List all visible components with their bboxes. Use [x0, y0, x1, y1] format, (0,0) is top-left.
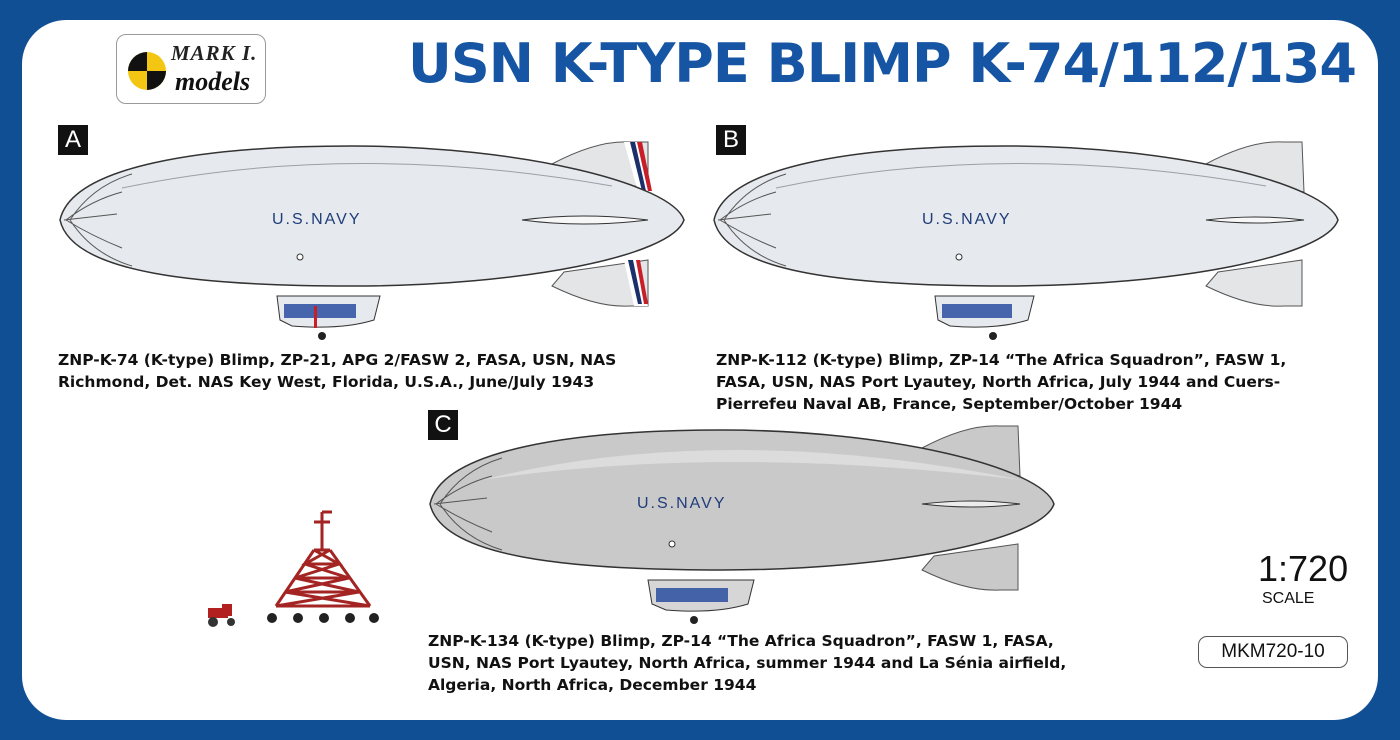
profile-a-badge: A: [58, 125, 88, 155]
product-code: MKM720-10: [1198, 636, 1348, 668]
profile-c-badge: C: [428, 410, 458, 440]
blimp-c-marking: U.S.NAVY: [637, 495, 727, 512]
tractor-icon: [208, 604, 235, 627]
caption-line: ZNP-K-112 (K-type) Blimp, ZP-14 “The Afr…: [716, 351, 1287, 369]
blimp-b-profile: [713, 141, 1339, 340]
scale-label: SCALE: [1262, 590, 1315, 607]
sheet-title: USN K-TYPE BLIMP K-74/112/134: [408, 32, 1357, 95]
mark-i-models-logo: MARK I. models: [116, 34, 266, 104]
caption-line: USN, NAS Port Lyautey, North Africa, sum…: [428, 654, 1067, 672]
profile-c-caption: ZNP-K-134 (K-type) Blimp, ZP-14 “The Afr…: [428, 630, 1066, 696]
blimp-b-marking: U.S.NAVY: [922, 211, 1012, 228]
blimp-a-profile: [59, 141, 685, 340]
blimp-a-marking: U.S.NAVY: [272, 211, 362, 228]
caption-line: Pierrefeu Naval AB, France, September/Oc…: [716, 395, 1183, 413]
caption-line: Algeria, North Africa, December 1944: [428, 676, 757, 694]
roundel-icon: [128, 52, 166, 90]
caption-line: ZNP-K-134 (K-type) Blimp, ZP-14 “The Afr…: [428, 632, 1054, 650]
scale-ratio: 1:720: [1258, 548, 1349, 589]
logo-line-2: models: [175, 67, 251, 96]
profile-a-caption: ZNP-K-74 (K-type) Blimp, ZP-21, APG 2/FA…: [58, 349, 616, 393]
blimp-c-profile: [429, 425, 1055, 624]
mooring-mast-icon: [267, 510, 379, 623]
caption-line: ZNP-K-74 (K-type) Blimp, ZP-21, APG 2/FA…: [58, 351, 617, 369]
profile-b-caption: ZNP-K-112 (K-type) Blimp, ZP-14 “The Afr…: [716, 349, 1286, 415]
logo-line-1: MARK I.: [171, 41, 258, 65]
caption-line: FASA, USN, NAS Port Lyautey, North Afric…: [716, 373, 1281, 391]
caption-line: Richmond, Det. NAS Key West, Florida, U.…: [58, 373, 595, 391]
profile-b-badge: B: [716, 125, 746, 155]
